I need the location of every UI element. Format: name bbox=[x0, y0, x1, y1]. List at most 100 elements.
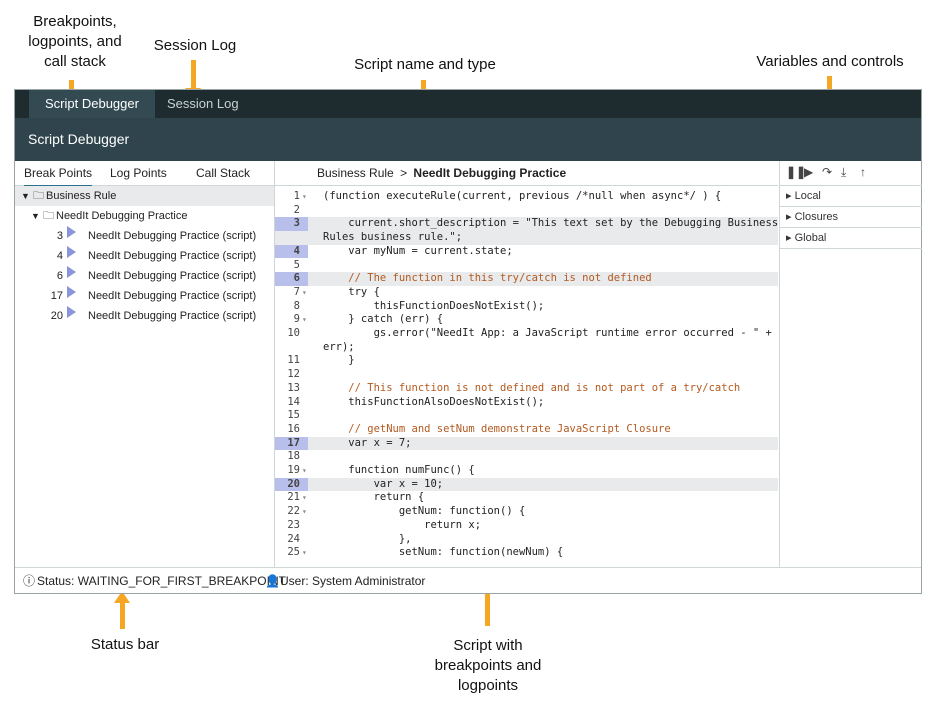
breadcrumb: Business Rule > NeedIt Debugging Practic… bbox=[275, 161, 778, 186]
code-text: }, bbox=[323, 532, 412, 545]
code-line: err); bbox=[275, 341, 778, 355]
line-number[interactable]: 21 bbox=[287, 491, 300, 504]
code-text: thisFunctionDoesNotExist(); bbox=[323, 299, 545, 312]
fold-icon[interactable]: ▾ bbox=[302, 192, 307, 201]
line-number[interactable]: 22 bbox=[287, 505, 300, 518]
line-number[interactable]: 14 bbox=[287, 395, 300, 408]
line-number[interactable]: 7 bbox=[293, 285, 300, 298]
breakpoint-icon bbox=[67, 266, 76, 278]
line-number[interactable]: 19 bbox=[287, 464, 300, 476]
page-title: Script Debugger bbox=[15, 118, 921, 161]
code-line: 14 thisFunctionAlsoDoesNotExist(); bbox=[275, 396, 778, 410]
line-number[interactable]: 17 bbox=[275, 436, 308, 451]
line-number: 20 bbox=[50, 310, 63, 322]
line-number[interactable]: 3 bbox=[275, 217, 308, 232]
tab-break-points[interactable]: Break Points bbox=[24, 161, 93, 187]
tree-item[interactable]: 6 NeedIt Debugging Practice (script) bbox=[15, 266, 274, 286]
code-text: var x = 7; bbox=[323, 436, 412, 449]
line-number[interactable]: 1 bbox=[293, 190, 300, 202]
scope-label: Global bbox=[794, 232, 827, 244]
line-number[interactable]: 18 bbox=[287, 450, 300, 463]
line-number[interactable]: 23 bbox=[287, 518, 300, 531]
line-number[interactable]: 10 bbox=[287, 327, 300, 339]
code-text: // The function in this try/catch is not… bbox=[323, 272, 652, 285]
line-number[interactable]: 13 bbox=[287, 381, 300, 394]
code-text: } bbox=[323, 354, 355, 367]
tab-call-stack[interactable]: Call Stack bbox=[196, 166, 251, 180]
line-number[interactable]: 9 bbox=[293, 313, 300, 326]
breakpoint-icon bbox=[67, 286, 76, 298]
code-text: thisFunctionAlsoDoesNotExist(); bbox=[323, 395, 545, 408]
tree-child-label: NeedIt Debugging Practice bbox=[56, 210, 188, 222]
line-number[interactable]: 5 bbox=[293, 258, 300, 271]
line-number[interactable]: 4 bbox=[275, 244, 308, 259]
code-text: // getNum and setNum demonstrate JavaScr… bbox=[323, 422, 671, 435]
line-number[interactable]: 11 bbox=[287, 354, 300, 367]
line-number[interactable] bbox=[275, 231, 308, 245]
line-number[interactable]: 2 bbox=[293, 203, 300, 216]
code-line: 19▾ function numFunc() { bbox=[275, 464, 778, 478]
fold-icon[interactable]: ▾ bbox=[302, 287, 307, 297]
code-line: 20 var x = 10; bbox=[275, 477, 778, 492]
arrow-session-log bbox=[185, 60, 201, 100]
line-number[interactable]: 6 bbox=[275, 272, 308, 286]
line-number[interactable]: 16 bbox=[287, 422, 300, 435]
code-line: 13 // This function is not defined and i… bbox=[275, 382, 778, 396]
variables-panel: ❚❚ ▶ ↷ ⤓ ↑ ▸ Local ▸ Closures ▸ Global bbox=[779, 161, 922, 567]
tree-item[interactable]: 17 NeedIt Debugging Practice (script) bbox=[15, 286, 274, 306]
tree-item-label: NeedIt Debugging Practice (script) bbox=[88, 250, 257, 262]
line-number: 4 bbox=[56, 250, 63, 262]
scope-global[interactable]: ▸ Global bbox=[780, 228, 922, 249]
tree-item[interactable]: 3 NeedIt Debugging Practice (script) bbox=[15, 226, 274, 246]
pause-icon[interactable]: ❚❚ bbox=[786, 165, 807, 179]
code-text: gs.error("NeedIt App: a JavaScript runti… bbox=[323, 327, 772, 339]
code-text: current.short_description = "This text s… bbox=[323, 217, 779, 230]
step-over-icon[interactable]: ↷ bbox=[822, 165, 833, 179]
debug-controls: ❚❚ ▶ ↷ ⤓ ↑ bbox=[780, 161, 922, 186]
code-line: 15 bbox=[275, 409, 778, 423]
fold-icon[interactable]: ▾ bbox=[302, 548, 307, 558]
expand-icon[interactable]: ▼ bbox=[21, 191, 30, 201]
tree-item[interactable]: 4 NeedIt Debugging Practice (script) bbox=[15, 246, 274, 266]
line-number[interactable]: 20 bbox=[275, 477, 308, 492]
line-number[interactable]: 25 bbox=[287, 546, 300, 559]
breadcrumb-type[interactable]: Business Rule bbox=[317, 166, 394, 180]
code-line: 2 bbox=[275, 204, 778, 218]
scope-local[interactable]: ▸ Local bbox=[780, 186, 922, 207]
code-text: var x = 10; bbox=[323, 477, 444, 490]
top-tab-bar: Script Debugger Session Log bbox=[15, 90, 921, 118]
tab-log-points[interactable]: Log Points bbox=[110, 166, 167, 180]
line-number[interactable]: 15 bbox=[287, 409, 300, 422]
line-number[interactable]: 8 bbox=[293, 299, 300, 312]
tab-session-log[interactable]: Session Log bbox=[167, 96, 239, 111]
tree-root[interactable]: ▼ 🗀 Business Rule bbox=[15, 186, 274, 206]
code-line: 7▾ try { bbox=[275, 286, 778, 300]
line-number[interactable] bbox=[275, 341, 308, 355]
tree-item[interactable]: 20 NeedIt Debugging Practice (script) bbox=[15, 306, 274, 326]
expand-icon[interactable]: ▼ bbox=[31, 211, 40, 221]
tree-root-label: Business Rule bbox=[46, 190, 117, 202]
tree-item-label: NeedIt Debugging Practice (script) bbox=[88, 270, 257, 282]
fold-icon[interactable]: ▾ bbox=[302, 493, 307, 503]
tree-item-label: NeedIt Debugging Practice (script) bbox=[88, 230, 257, 242]
line-number[interactable]: 12 bbox=[287, 368, 300, 381]
tree-child[interactable]: ▼ 🗀 NeedIt Debugging Practice bbox=[15, 206, 274, 226]
fold-icon[interactable]: ▾ bbox=[302, 315, 307, 325]
play-icon[interactable]: ▶ bbox=[804, 165, 814, 179]
status-text: Status: WAITING_FOR_FIRST_BREAKPOINT bbox=[37, 574, 286, 588]
line-number: 17 bbox=[50, 290, 63, 302]
annotation-breakpoints: Breakpoints, logpoints, and call stack bbox=[28, 13, 122, 70]
scope-closures[interactable]: ▸ Closures bbox=[780, 207, 922, 228]
code-text: setNum: function(newNum) { bbox=[323, 546, 564, 559]
step-out-icon[interactable]: ↑ bbox=[860, 165, 866, 179]
code-line: 16 // getNum and setNum demonstrate Java… bbox=[275, 423, 778, 437]
step-into-icon[interactable]: ⤓ bbox=[841, 165, 847, 179]
fold-icon[interactable]: ▾ bbox=[302, 466, 307, 475]
code-line: 23 return x; bbox=[275, 519, 778, 533]
script-debugger-window: Script Debugger Session Log Script Debug… bbox=[14, 89, 922, 594]
line-number[interactable]: 24 bbox=[287, 532, 300, 545]
folder-icon: 🗀 bbox=[43, 210, 54, 222]
tab-script-debugger[interactable]: Script Debugger bbox=[29, 90, 155, 118]
annotation-status-bar: Status bar bbox=[90, 636, 160, 653]
fold-icon[interactable]: ▾ bbox=[302, 507, 307, 517]
